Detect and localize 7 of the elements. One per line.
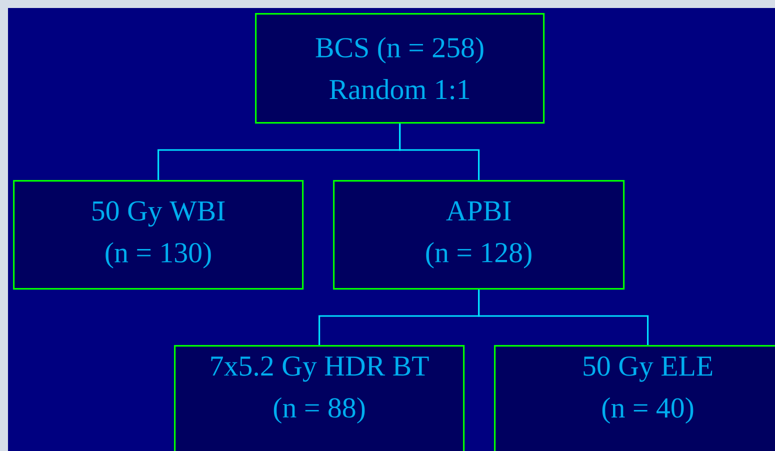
process-box: BCS (n = 258) Random 1:1 xyxy=(255,13,545,124)
connector-line xyxy=(478,290,649,345)
process-box: 50 Gy ELE (n = 40) xyxy=(494,345,775,451)
process-box: 7x5.2 Gy HDR BT (n = 88) xyxy=(174,345,465,451)
process-box: APBI (n = 128) xyxy=(333,180,625,290)
process-box: 50 Gy WBI (n = 130) xyxy=(13,180,304,290)
connector-line xyxy=(399,124,480,180)
